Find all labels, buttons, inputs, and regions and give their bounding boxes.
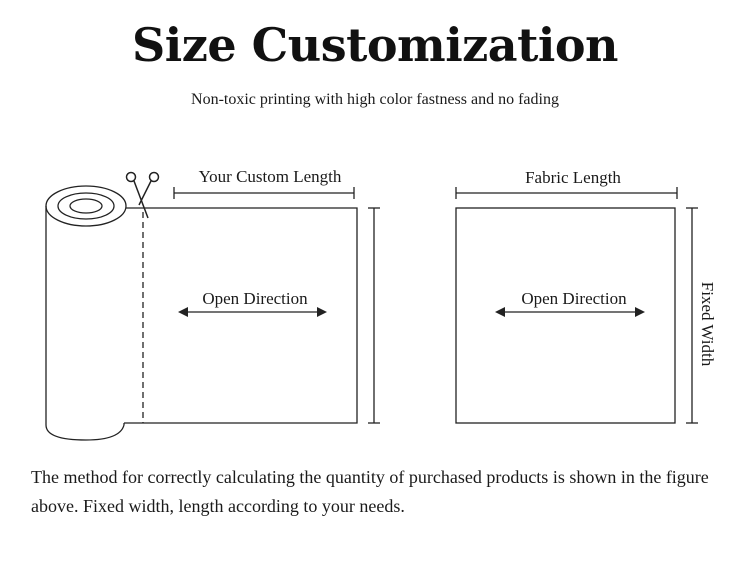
arrow-head-left-2 (495, 307, 505, 317)
arrow-head-right-2 (635, 307, 645, 317)
scissors-icon (125, 171, 160, 219)
fabric-length-label: Fabric Length (525, 168, 621, 187)
flat-fabric-sheet (455, 207, 676, 424)
roll-end-middle (57, 192, 115, 220)
calculation-note: The method for correctly calculating the… (31, 467, 709, 516)
open-direction-label-roll: Open Direction (202, 289, 308, 308)
arrow-head-right-1 (317, 307, 327, 317)
unrolled-sheet (124, 207, 358, 424)
page-title: Size Customization (132, 18, 618, 72)
page-subtitle: Non-toxic printing with high color fastn… (191, 91, 559, 108)
roll-bottom-curve (45, 424, 125, 441)
arrow-head-left-1 (178, 307, 188, 317)
roll-end-inner (69, 198, 103, 214)
open-direction-label-flat: Open Direction (521, 289, 627, 308)
custom-length-label: Your Custom Length (199, 167, 342, 186)
fabric-diagram: Your Custom Length Open Direction Fabric… (45, 167, 717, 441)
fixed-width-label: Fixed Width (698, 282, 717, 367)
fabric-roll (45, 185, 127, 441)
